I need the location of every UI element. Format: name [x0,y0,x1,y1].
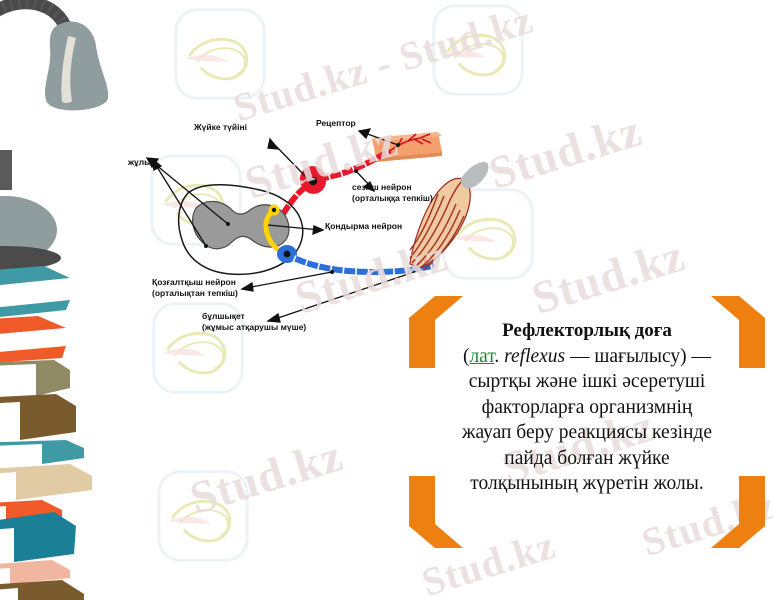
gray-matter-icon [192,200,290,250]
book-spine [0,580,84,600]
card-body-line: пайда болған жүйке [504,447,670,469]
reflex-arc-diagram [145,128,489,323]
watermark-text: Stud.kz [183,429,349,524]
card-latin-word: reflexus [504,345,566,367]
muscle-icon [409,162,489,270]
book-spine [0,560,70,584]
card-latin-line: (лат. reflexus — шағылысу) — [427,344,747,370]
card-text-block: Рефлекторлық доға (лат. reflexus — шағыл… [427,318,747,497]
interneuron-icon [263,208,285,255]
card-body-line: факторларға организмнің [481,396,693,418]
card-latin-open: ( [462,345,470,367]
diagram-label-muscle: бұлшықет (жұмыс атқарушы мүше) [202,311,307,332]
lamp-stem-ribs-icon [0,150,12,190]
card-corner-bottom-left [409,476,463,548]
book-spine [0,512,76,562]
book-pages [0,472,16,502]
watermark-logo-icon [430,2,526,98]
motor-neuron-axon-icon [291,255,435,276]
card-body-line: толқынының жүретін жолы. [470,473,704,494]
card-latin-rest: — шағылысу) — [565,345,712,367]
desk-lamp [0,0,109,111]
motor-neuron-nucleus-icon [283,250,291,258]
card-body-line: жауап беру реакциясы кезінде [461,422,713,443]
lamp-base-rim-icon [0,246,61,270]
lamp-shade-icon [45,21,109,111]
diagram-label-spinal-cord: жұлын [128,157,157,167]
card-body-line: сыртқы және ішкі әсеретуші [468,371,706,392]
watermark-logo-icon [155,468,251,564]
card-corner-top-right [711,296,765,368]
latin-abbr-link[interactable]: лат [469,345,495,367]
leader-arrows [145,128,421,323]
diagram-label-receptor: Рецептор [316,118,356,128]
book-spine [0,266,70,286]
definition-card: Рефлекторлық доға (лат. reflexus — шағыл… [401,296,773,548]
receptor-endings-icon [387,133,432,153]
book-pages [0,402,20,441]
diagram-label-motor-neuron: Қозғалтқыш нейрон (орталықтан тепкіш) [152,277,238,298]
book-pages [0,528,14,565]
card-corner-top-left [409,296,463,368]
book-pages [0,444,42,470]
lamp-shade-highlight-icon [61,36,76,104]
lamp-base-and-books [0,150,92,600]
diagram-label-ganglion: Жүйке түйіні [194,122,247,132]
book-pages [0,588,18,600]
book-pages [0,328,66,352]
book-spine [0,346,66,363]
card-latin-after: . [494,345,505,367]
interneuron-nucleus-icon [271,207,277,213]
watermark-logo-icon [172,6,268,102]
diagram-label-interneuron: Қондырма нейрон [325,221,403,231]
card-corner-bottom-right [711,476,765,548]
book-spine [0,300,70,317]
book-pages [0,364,36,398]
book-spine [0,316,66,334]
card-title: Рефлекторлық доға [502,320,672,341]
tendon-icon [460,162,489,189]
book-spine [0,464,92,500]
book-pages [0,278,70,308]
lamp-neck-ribs-icon [0,0,82,51]
book-pages [0,568,10,587]
ganglion-nucleus-icon [308,176,318,186]
diagram-label-sensory-neuron: сезгіш нейрон (орталыққа тепкіш) [352,182,433,203]
